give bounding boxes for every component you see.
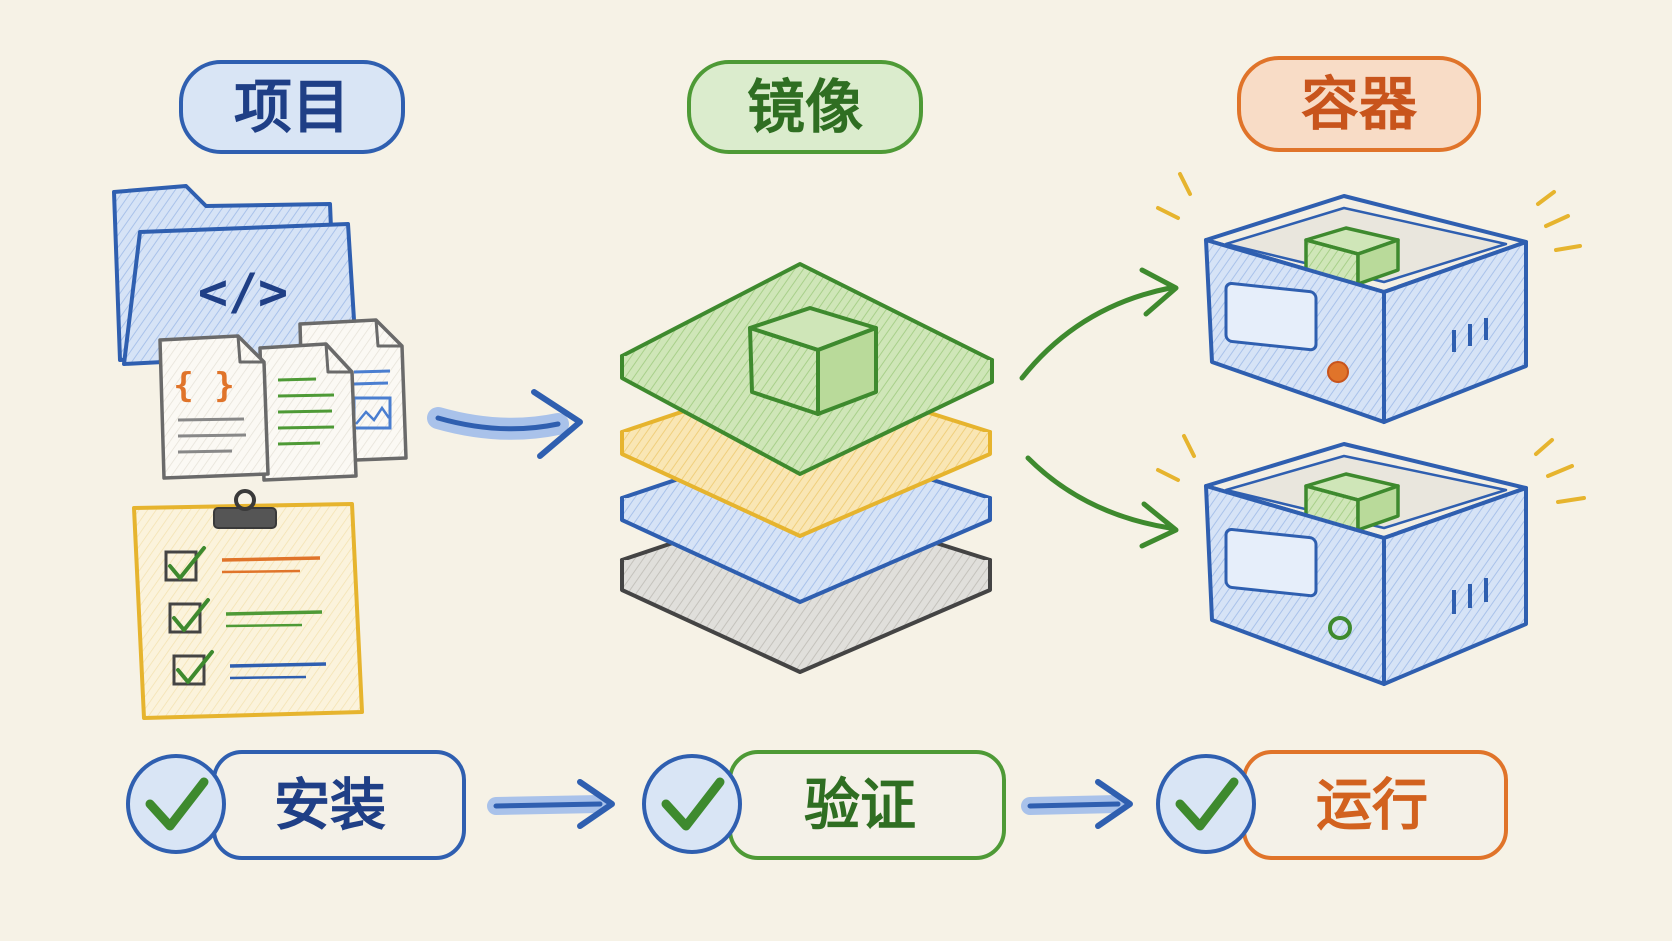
title-project: 项目 (234, 73, 350, 141)
check-icon (145, 777, 209, 831)
braces-glyph: { } (173, 366, 234, 406)
step-verify-label: 验证 (804, 774, 916, 839)
sparkle-icon (1156, 172, 1582, 252)
checklist-item-2 (168, 598, 323, 634)
arrow-verify-to-run (1021, 779, 1133, 829)
arrow-image-to-container-bottom (1025, 455, 1179, 549)
title-image: 镜像 (747, 73, 863, 141)
title-container-badge: 容器 (1237, 56, 1481, 152)
title-container: 容器 (1301, 70, 1418, 138)
step-install: 安装 (126, 750, 466, 860)
check-icon (168, 546, 206, 580)
code-glyph: </> (198, 263, 288, 321)
container-box-icon (1156, 172, 1586, 686)
container-top (1156, 172, 1582, 424)
arrow-image-to-container-top (1019, 267, 1179, 381)
sparkle-icon (1156, 434, 1586, 504)
step-install-label: 安装 (274, 774, 386, 839)
check-icon (1175, 777, 1239, 831)
check-icon (172, 598, 210, 632)
check-icon (661, 777, 725, 831)
app-cube-icon (1304, 226, 1400, 286)
app-cube-icon (748, 306, 878, 416)
document-stack-icon: { } (158, 318, 408, 482)
checklist-clipboard-icon (132, 489, 364, 720)
step-run-label: 运行 (1316, 774, 1428, 839)
step-verify: 验证 (642, 750, 1006, 860)
arrow-install-to-verify (487, 779, 615, 829)
layer-stack-icon (620, 262, 994, 674)
arrow-project-to-image (427, 389, 583, 459)
checklist-item-3 (172, 650, 327, 686)
code-document-icon: { } (158, 334, 270, 480)
container-bottom (1156, 434, 1586, 686)
check-icon (176, 650, 214, 684)
title-image-badge: 镜像 (687, 60, 923, 154)
title-project-badge: 项目 (179, 60, 405, 154)
text-document-icon (258, 342, 358, 482)
status-light-green (1328, 616, 1352, 640)
status-light-orange (1327, 361, 1349, 383)
checklist-item-1 (164, 546, 321, 582)
step-run: 运行 (1156, 750, 1508, 860)
